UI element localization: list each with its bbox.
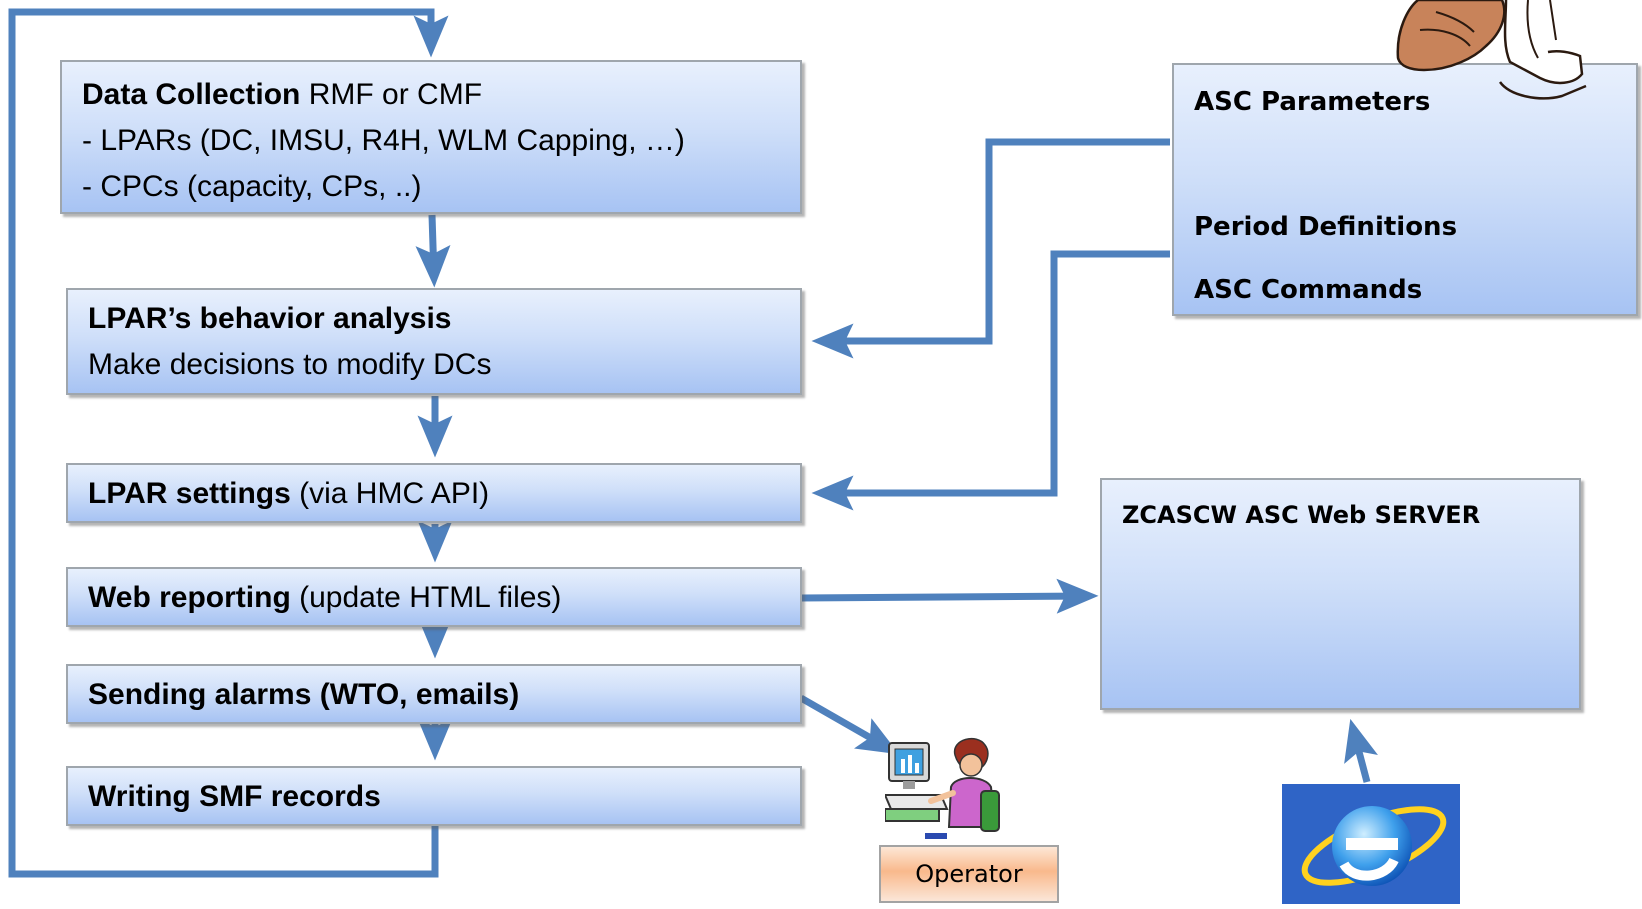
arrow-commands-to-settings xyxy=(811,250,1170,511)
web-server-box: ZCASCW ASC Web SERVER xyxy=(1100,478,1581,710)
internet-explorer-icon[interactable] xyxy=(1282,784,1460,904)
data-collection-title: Data Collection xyxy=(82,78,301,111)
web-reporting-detail: (update HTML files) xyxy=(290,581,562,614)
data-collection-cpcs: - CPCs (capacity, CPs, ..) xyxy=(82,170,422,203)
period-definitions-label: Period Definitions xyxy=(1194,212,1458,242)
loop-back-arrow xyxy=(8,8,449,878)
operator-label: Operator xyxy=(879,845,1059,903)
behavior-analysis-title: LPAR’s behavior analysis xyxy=(88,302,452,335)
writing-smf-box: Writing SMF records xyxy=(66,766,802,826)
asc-parameters-label: ASC Parameters xyxy=(1194,87,1431,117)
arrow-collection-to-analysis xyxy=(415,214,451,288)
lpar-settings-via: (via HMC API) xyxy=(290,477,490,510)
web-server-title: ZCASCW ASC Web SERVER xyxy=(1122,501,1481,529)
asc-commands-label: ASC Commands xyxy=(1194,275,1423,305)
data-collection-box: Data Collection RMF or CMF - LPARs (DC, … xyxy=(60,60,802,214)
sending-alarms-box: Sending alarms (WTO, emails) xyxy=(66,664,802,724)
lpar-settings-box: LPAR settings (via HMC API) xyxy=(66,463,802,523)
writing-smf-title: Writing SMF records xyxy=(88,780,381,813)
data-collection-lpars: - LPARs (DC, IMSU, R4H, WLM Capping, …) xyxy=(82,124,685,157)
arrow-params-to-analysis xyxy=(811,138,1170,359)
arrow-reporting-to-webserver xyxy=(800,578,1099,614)
arrow-alarms-to-operator xyxy=(799,694,900,755)
arrow-browser-to-webserver xyxy=(1344,718,1378,783)
pointing-hand-icon xyxy=(1396,0,1587,100)
web-reporting-title: Web reporting xyxy=(88,581,291,614)
asc-config-box: ASC Parameters Period Definitions ASC Co… xyxy=(1172,63,1638,316)
sending-alarms-title: Sending alarms (WTO, emails) xyxy=(88,678,520,711)
lpar-settings-title: LPAR settings xyxy=(88,477,291,510)
data-collection-source: RMF or CMF xyxy=(300,78,483,111)
operator-at-computer-icon xyxy=(885,737,1000,839)
web-reporting-box: Web reporting (update HTML files) xyxy=(66,567,802,627)
behavior-analysis-box: LPAR’s behavior analysis Make decisions … xyxy=(66,288,802,395)
behavior-analysis-description: Make decisions to modify DCs xyxy=(88,348,492,381)
